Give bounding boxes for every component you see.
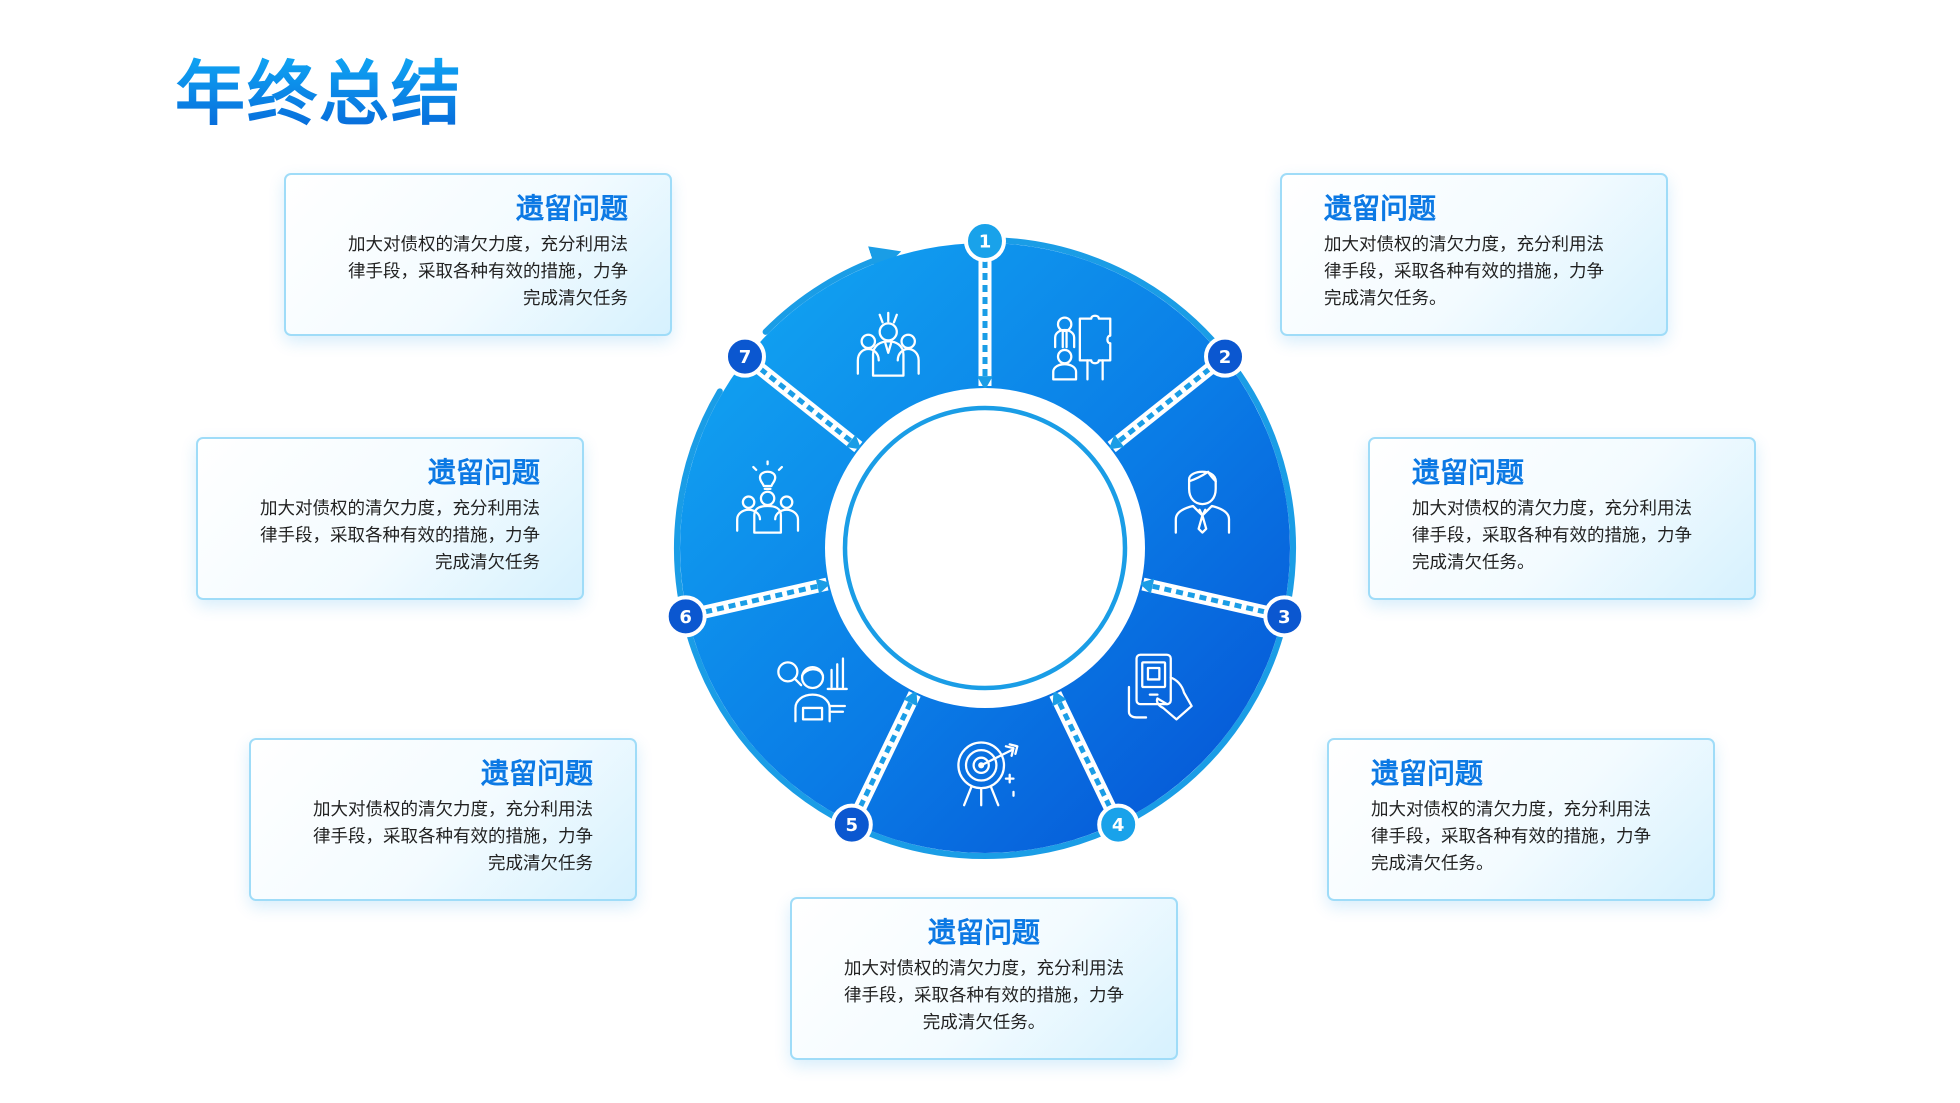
card-step-6: 遗留问题 加大对债权的清欠力度，充分利用法 律手段，采取各种有效的措施，力争 完…	[196, 437, 584, 600]
gap-dashed-arrow-4	[1054, 696, 1117, 819]
card-body: 加大对债权的清欠力度，充分利用法 律手段，采取各种有效的措施，力争 完成清欠任务…	[1324, 235, 1604, 309]
gap-arrow-head-4	[1052, 690, 1067, 707]
card-title: 遗留问题	[927, 916, 1040, 949]
card-body: 加大对债权的清欠力度，充分利用法 律手段，采取各种有效的措施，力争 完成清欠任务…	[844, 959, 1124, 1033]
card-title: 遗留问题	[480, 757, 593, 790]
badge-number: 3	[1278, 607, 1291, 628]
card-body: 加大对债权的清欠力度，充分利用法 律手段，采取各种有效的措施，力争 完成清欠任务	[313, 800, 593, 874]
gap-arrow-head-1	[977, 376, 993, 390]
card-title: 遗留问题	[1371, 757, 1484, 790]
badge-circle	[1263, 595, 1306, 638]
step-badge-3: 3	[1263, 595, 1306, 638]
step-badge-1: 1	[964, 220, 1006, 262]
card-body: 加大对债权的清欠力度，充分利用法 律手段，采取各种有效的措施，力争 完成清欠任务	[260, 499, 540, 573]
step-badge-7: 7	[723, 335, 766, 378]
badge-number: 6	[679, 607, 692, 628]
card-title: 遗留问题	[427, 456, 540, 489]
badge-circle	[664, 595, 707, 638]
badge-number: 7	[739, 347, 752, 368]
badge-circle	[723, 335, 766, 378]
card-title: 遗留问题	[1412, 456, 1525, 489]
card-body: 加大对债权的清欠力度，充分利用法 律手段，采取各种有效的措施，力争 完成清欠任务…	[1412, 499, 1692, 573]
card-step-2: 遗留问题 加大对债权的清欠力度，充分利用法 律手段，采取各种有效的措施，力争 完…	[1368, 437, 1756, 600]
badge-number: 1	[979, 232, 992, 253]
gap-arrow-head-2	[1108, 434, 1125, 450]
gap-dashed-arrow-5	[853, 696, 916, 819]
inner-thin-ring	[842, 405, 1128, 691]
inner-white-band	[825, 388, 1145, 708]
badge-circle	[1204, 335, 1247, 378]
card-step-4: 遗留问题 加大对债权的清欠力度，充分利用法 律手段，采取各种有效的措施，力争 完…	[790, 897, 1178, 1060]
gap-dashed-arrow-2	[1113, 359, 1221, 447]
card-step-3: 遗留问题 加大对债权的清欠力度，充分利用法 律手段，采取各种有效的措施，力争 完…	[1327, 738, 1715, 901]
gap-arrow-head-5	[903, 690, 918, 707]
step-badge-5: 5	[830, 803, 873, 846]
badge-number: 5	[846, 815, 859, 836]
step-badges: 1 2 3 4 5 6 7	[664, 220, 1306, 846]
card-title: 遗留问题	[515, 192, 628, 225]
gap-dashed-arrow-7	[749, 359, 857, 447]
badge-number: 2	[1219, 347, 1232, 368]
gap-dashed-arrow-6	[692, 582, 824, 617]
step-badge-4: 4	[1097, 803, 1140, 846]
page-title: 年终总结	[175, 53, 463, 135]
badge-number: 4	[1112, 815, 1125, 836]
gap-arrow-head-3	[1139, 578, 1155, 594]
gap-arrow-head-7	[845, 434, 862, 450]
step-badge-2: 2	[1204, 335, 1247, 378]
card-body: 加大对债权的清欠力度，充分利用法 律手段，采取各种有效的措施，力争 完成清欠任务…	[1371, 800, 1651, 874]
badge-circle	[830, 803, 873, 846]
step-badge-6: 6	[664, 595, 707, 638]
segment-gap-lines	[682, 239, 1288, 830]
card-body: 加大对债权的清欠力度，充分利用法 律手段，采取各种有效的措施，力争 完成清欠任务	[348, 235, 628, 309]
card-title: 遗留问题	[1324, 192, 1437, 225]
badge-circle	[964, 220, 1006, 262]
card-step-7: 遗留问题 加大对债权的清欠力度，充分利用法 律手段，采取各种有效的措施，力争 完…	[284, 173, 672, 336]
badge-circle	[1097, 803, 1140, 846]
card-step-5: 遗留问题 加大对债权的清欠力度，充分利用法 律手段，采取各种有效的措施，力争 完…	[249, 738, 637, 901]
gap-dashed-arrow-3	[1146, 582, 1278, 617]
gap-arrow-head-6	[815, 578, 831, 594]
outer-cycle-arrow	[762, 246, 902, 335]
card-step-1: 遗留问题 加大对债权的清欠力度，充分利用法 律手段，采取各种有效的措施，力争 完…	[1280, 173, 1668, 336]
